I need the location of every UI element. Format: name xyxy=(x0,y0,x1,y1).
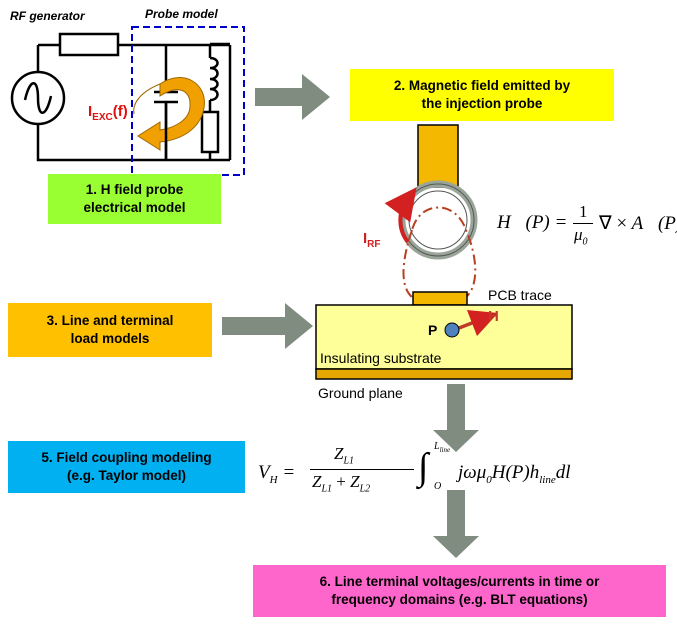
rf-circuit xyxy=(36,42,232,162)
rf-generator-label: RF generator xyxy=(10,9,85,23)
pcb-trace xyxy=(412,291,468,306)
ground-plane xyxy=(315,368,573,380)
resistor-icon xyxy=(200,110,220,154)
arrow-to-step2 xyxy=(255,74,330,120)
arrow-to-step6 xyxy=(433,490,479,558)
sine-wave-icon xyxy=(23,82,53,114)
current-arrow xyxy=(384,187,417,244)
vh-equation: VH = ZL1 ZL1 + ZL2 ∫ Lline O jωμ0H(P)hli… xyxy=(258,441,571,495)
field-line xyxy=(402,206,477,301)
i-rf-label: IRF xyxy=(363,230,381,250)
substrate-label: Insulating substrate xyxy=(320,350,442,366)
pcb-trace-label: PCB trace xyxy=(488,287,552,303)
arrow-to-equation xyxy=(433,384,479,452)
probe-model-label: Probe model xyxy=(145,7,218,21)
injection-probe-head xyxy=(417,124,459,188)
point-p-label: P xyxy=(428,322,438,338)
probe-model-dashed-box xyxy=(131,26,245,176)
orange-field-arrow xyxy=(133,77,205,151)
rf-generator-resistor xyxy=(58,32,120,57)
i-exc-label: IEXC(f) xyxy=(88,103,128,123)
arrow-from-step3 xyxy=(222,303,313,349)
h-vector-label: H xyxy=(488,308,499,325)
inductor-icon xyxy=(209,56,219,102)
capacitor-icon xyxy=(154,90,178,104)
step6-box: 6. Line terminal voltages/currents in ti… xyxy=(253,565,666,617)
ground-plane-label: Ground plane xyxy=(318,385,403,401)
step5-box: 5. Field coupling modeling(e.g. Taylor m… xyxy=(8,441,245,493)
h-field-equation: H⃗(P) = 1 μ0 ∇ × A⃗(P) xyxy=(497,202,677,248)
h-vector-arrow xyxy=(458,309,499,337)
point-p-marker xyxy=(444,322,460,338)
